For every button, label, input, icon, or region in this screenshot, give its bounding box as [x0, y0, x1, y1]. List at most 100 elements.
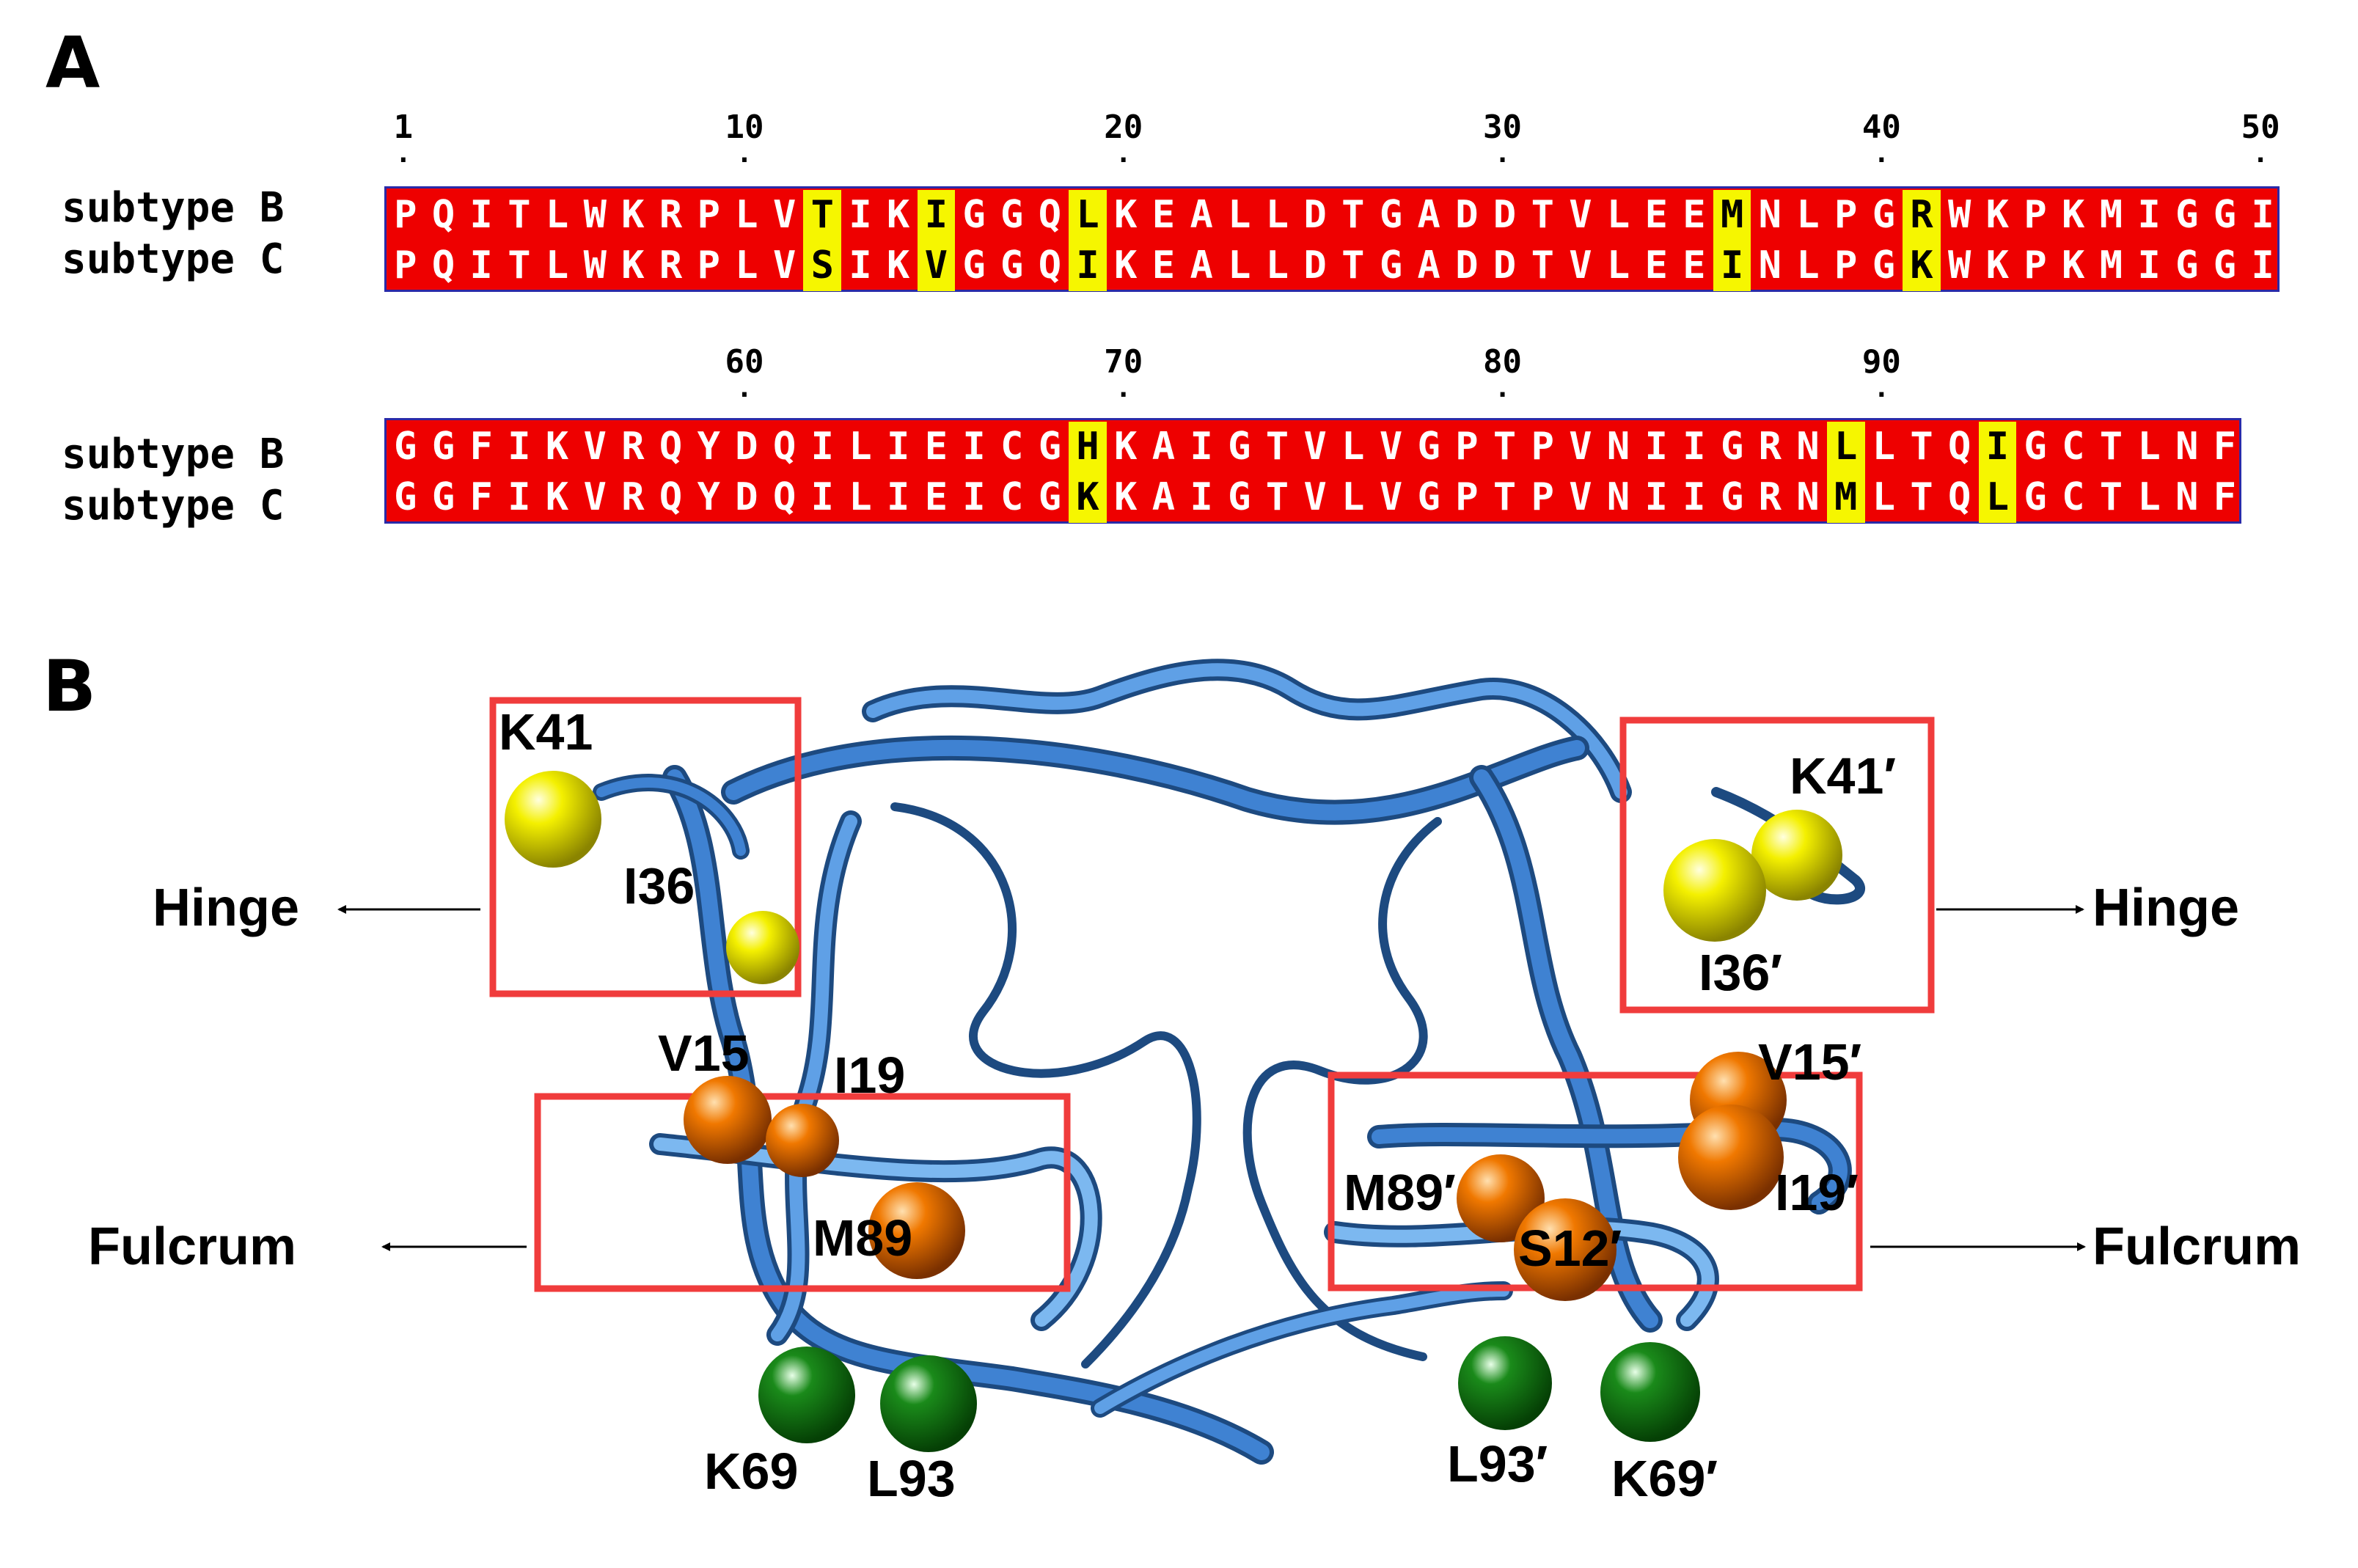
residue-cell: E: [924, 425, 948, 469]
residue-cell: T: [2099, 475, 2123, 519]
alignment-ruler-top: 1.10.20.30.40.50.: [384, 110, 2280, 169]
residue-cell: P: [394, 193, 417, 237]
residue-cell: P: [1531, 475, 1554, 519]
residue-cell: V: [772, 243, 797, 287]
residue-cell: I: [469, 243, 493, 287]
residue-cell: Q: [659, 475, 683, 519]
ruler-tick: 60.: [725, 343, 764, 402]
ruler-tick-mark: .: [1873, 373, 1890, 403]
sphere-m89-prime: [1457, 1154, 1545, 1242]
residue-cell: Q: [1038, 243, 1062, 287]
residue-cell: I: [1644, 425, 1668, 469]
residue-cell: N: [1758, 193, 1782, 237]
residue-cell: F: [2213, 425, 2237, 469]
residue-cell: W: [1948, 243, 1971, 287]
residue-cell: I: [1713, 241, 1751, 291]
residue-cell: D: [1455, 243, 1479, 287]
sphere-v15: [684, 1076, 772, 1164]
residue-cell: P: [1455, 475, 1479, 519]
residue-cell: G: [1000, 243, 1024, 287]
alignment-ruler-bottom: 60.70.80.90.: [384, 345, 2280, 403]
residue-cell: I: [887, 425, 910, 469]
residue-cell: K: [887, 243, 910, 287]
residue-cell: L: [1606, 193, 1630, 237]
label-k69-prime: K69′: [1611, 1450, 1718, 1507]
ruler-tick-label: 50: [2241, 109, 2280, 146]
residue-cell: R: [621, 425, 645, 469]
label-v15-prime: V15′: [1758, 1033, 1861, 1091]
row-label-subtype-c-1: subtype C: [62, 235, 285, 283]
residue-cell: T: [1493, 425, 1517, 469]
residue-cell: P: [2024, 193, 2047, 237]
label-i36: I36: [623, 857, 695, 915]
residue-cell: T: [1910, 475, 1933, 519]
residue-cell: Q: [772, 425, 797, 469]
residue-cell: L: [1796, 243, 1820, 287]
label-m89-prime: M89′: [1344, 1164, 1456, 1221]
residue-cell: L: [1265, 193, 1289, 237]
residue-cell: D: [735, 425, 758, 469]
ruler-tick-label: 30: [1483, 109, 1523, 146]
ribbon-strand: [1473, 769, 1658, 1328]
annotation-hinge-left: Hinge: [153, 879, 299, 937]
residue-cell: P: [1531, 425, 1554, 469]
ruler-tick-label: 60: [725, 343, 764, 381]
residue-cell: D: [1303, 193, 1327, 237]
residue-cell: I: [962, 425, 986, 469]
ruler-tick-mark: .: [1115, 139, 1132, 169]
residue-cell: V: [1569, 193, 1592, 237]
residue-cell: G: [431, 475, 455, 519]
label-k69: K69: [704, 1443, 798, 1500]
residue-cell: G: [394, 475, 417, 519]
residue-cell: L: [1228, 193, 1251, 237]
label-i19: I19: [834, 1047, 905, 1104]
fulcrum-box-left: [534, 1093, 1071, 1292]
residue-cell: E: [924, 475, 948, 519]
residue-cell: G: [2024, 475, 2047, 519]
ribbon-strand: [596, 777, 746, 856]
residue-cell: E: [1644, 243, 1668, 287]
ruler-tick-label: 1: [393, 109, 414, 146]
residue-cell: K: [1985, 243, 2010, 287]
residue-cell: P: [2024, 243, 2047, 287]
residue-cell: G: [2213, 243, 2237, 287]
ruler-tick-label: 80: [1483, 343, 1523, 381]
residue-cell: L: [1978, 472, 2017, 523]
residue-cell: K: [1903, 241, 1941, 291]
residue-cell: E: [1644, 193, 1668, 237]
residue-cell: L: [1341, 475, 1365, 519]
residue-cell: G: [2175, 193, 2199, 237]
residue-cell: I: [810, 425, 834, 469]
residue-cell: L: [1826, 422, 1865, 472]
residue-cell: V: [1569, 243, 1592, 287]
residue-cell: N: [1758, 243, 1782, 287]
residue-cell: I: [962, 475, 986, 519]
label-k41: K41: [499, 703, 593, 761]
residue-cell: I: [2251, 193, 2274, 237]
residue-cell: P: [1834, 193, 1858, 237]
label-v15: V15: [658, 1025, 750, 1082]
residue-cell: I: [849, 193, 872, 237]
residue-cell: Q: [431, 193, 455, 237]
residue-cell: T: [803, 190, 842, 241]
ribbon-strand: [890, 802, 1201, 1369]
ruler-tick-mark: .: [395, 139, 411, 169]
residue-cell: N: [2175, 475, 2199, 519]
ruler-tick: 40.: [1862, 110, 1901, 167]
residue-cell: L: [545, 243, 569, 287]
residue-cell: Q: [1038, 193, 1062, 237]
residue-cell: L: [849, 475, 872, 519]
residue-cell: A: [1190, 193, 1213, 237]
annotation-fulcrum-right: Fulcrum: [2092, 1217, 2301, 1276]
row-label-subtype-c-2: subtype C: [62, 482, 285, 530]
residue-cell: G: [431, 425, 455, 469]
residue-cell: I: [887, 475, 910, 519]
residue-cell: G: [1228, 475, 1251, 519]
residue-cell: L: [1872, 425, 1895, 469]
ruler-tick: 30.: [1483, 109, 1523, 167]
ruler-tick: 70.: [1104, 345, 1143, 402]
sphere-k41: [505, 771, 601, 868]
